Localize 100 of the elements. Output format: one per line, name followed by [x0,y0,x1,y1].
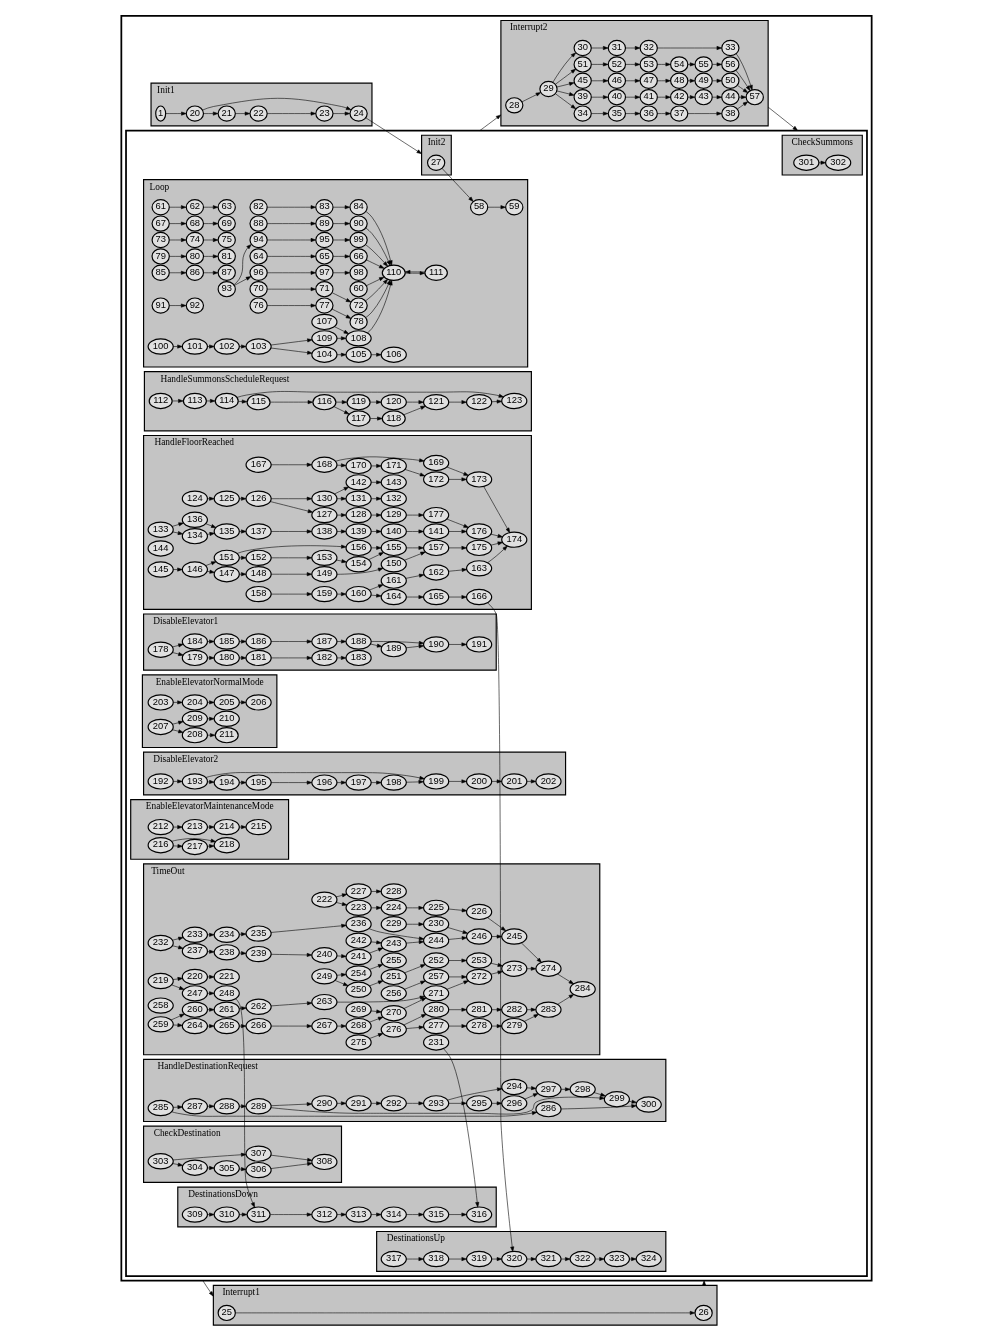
arrow [369,947,384,954]
node-ellipse: 317 [380,1250,407,1268]
arrow [370,513,382,518]
node-ellipse: 216 [147,837,174,854]
node-ellipse: 200 [466,773,493,790]
node-ellipse: 252 [423,952,450,969]
arrow [625,62,641,67]
node-ellipse: 123 [501,392,528,410]
node-ellipse: 141 [423,523,450,540]
node-ellipse: 224 [380,899,407,916]
arrow [238,399,248,404]
arrow [239,825,247,829]
arrow [335,456,425,463]
node-ellipse: 281 [466,1001,493,1018]
node-ellipse: 310 [213,1206,240,1223]
arrow [331,292,352,303]
arrow [207,932,215,937]
arrow [448,1257,467,1261]
node-ellipse: 38 [721,105,740,122]
arrow [270,656,313,660]
node-ellipse: 89 [315,215,334,232]
arrow [448,595,467,599]
arrow [370,1212,382,1217]
node-ellipse: 215 [245,818,272,836]
arrow [239,656,247,660]
arrow [239,932,247,937]
node-ellipse: 94 [249,231,268,249]
arrow [172,531,184,535]
arrow [657,78,671,83]
arrow [239,1104,247,1109]
arrow [446,980,469,990]
node-ellipse: 113 [182,392,207,410]
arrow [591,62,609,67]
node-ellipse: 169 [423,454,450,472]
node-ellipse: 131 [345,490,372,507]
node-ellipse: 175 [466,539,493,557]
arrow [335,400,348,405]
arrow [172,399,184,403]
node-ellipse: 311 [246,1206,271,1223]
arrow [336,639,347,644]
arrow [267,111,316,116]
arrow [239,1024,247,1028]
node-ellipse: 139 [345,523,372,540]
arrow [207,496,215,501]
node-ellipse: 76 [249,297,268,314]
node-ellipse: 293 [423,1095,450,1112]
node-ellipse: 98 [349,264,368,281]
node-ellipse: 173 [466,471,493,488]
node-ellipse: 279 [501,1017,528,1035]
arrow [270,347,313,355]
arrow [207,1007,215,1012]
node-ellipse: 45 [573,72,592,89]
node-ellipse: 307 [245,1145,272,1162]
arrow [366,259,385,269]
arrow [526,779,537,784]
arrow [270,1024,313,1028]
arrow [169,270,187,275]
node-ellipse: 157 [423,539,450,557]
arrow [447,1087,503,1101]
arrow [332,111,350,116]
arrow [625,46,641,50]
node-ellipse: 218 [213,837,240,854]
arrow [169,238,187,242]
arrow [405,922,424,927]
arrow [625,95,641,100]
arrow [172,825,183,829]
node-ellipse: 79 [151,248,170,265]
arrow [207,949,215,954]
arrow [239,496,247,501]
node-ellipse: 226 [466,903,493,921]
node-ellipse: 256 [380,985,407,1002]
node-ellipse: 208 [181,727,208,744]
node-ellipse: 230 [423,916,450,933]
node-ellipse: 253 [466,952,493,969]
arrow [267,303,316,308]
arrow [404,980,426,990]
node-ellipse: 68 [185,215,205,232]
node-ellipse: 276 [380,1021,407,1038]
arrow [270,1212,313,1217]
arrow [239,344,247,349]
node-ellipse: 122 [466,393,493,411]
arrow [405,400,424,405]
arrow [448,642,467,647]
arrow [687,78,696,83]
node-ellipse: 84 [349,199,368,216]
node-ellipse: 196 [311,774,338,791]
node-ellipse: 320 [501,1250,528,1268]
arrow [172,1162,184,1167]
node-ellipse: 300 [635,1096,662,1113]
arrow [405,940,425,944]
node-ellipse: 34 [573,105,592,122]
node-ellipse: 206 [245,694,272,711]
arrow [169,303,187,308]
arrow [171,522,184,527]
arrow [557,973,575,985]
arrow [207,1104,215,1109]
node-ellipse: 170 [345,457,372,475]
arrow [526,1086,537,1091]
node-ellipse: 26 [694,1304,713,1322]
node-ellipse: 62 [185,199,205,216]
